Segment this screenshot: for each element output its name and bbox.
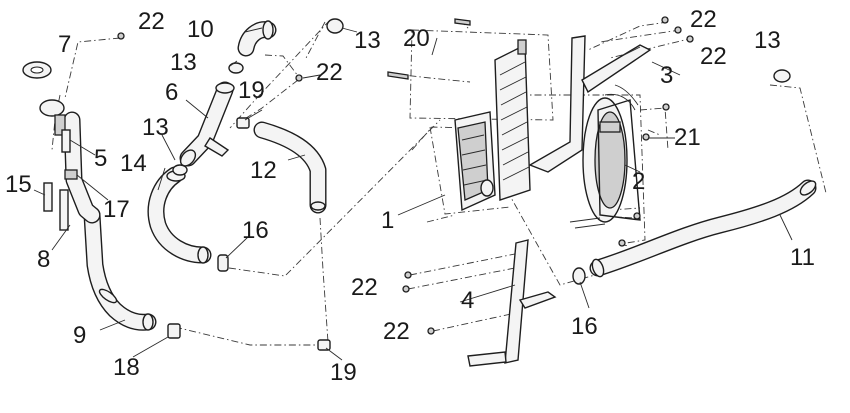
callout-16: 16	[571, 313, 598, 340]
clip-18	[167, 323, 181, 339]
callout-7: 7	[58, 31, 71, 58]
callout-17: 17	[103, 196, 130, 223]
callout-15: 15	[5, 171, 32, 198]
callout-22: 22	[700, 43, 727, 70]
bolts	[117, 16, 694, 335]
callout-2: 2	[632, 168, 645, 195]
clamp-13-left	[172, 164, 188, 176]
callout-3: 3	[660, 62, 673, 89]
radiator-core	[494, 39, 531, 201]
bracket-3	[528, 35, 652, 173]
fitting-5	[39, 99, 71, 153]
clamp-13-top	[326, 18, 344, 34]
callout-22: 22	[383, 318, 410, 345]
hose-12	[253, 121, 327, 214]
clip-19-lower	[317, 339, 331, 351]
hose-9-lower	[83, 206, 157, 331]
bracket-4	[467, 239, 557, 367]
hose-8	[63, 111, 101, 224]
callout-22: 22	[138, 8, 165, 35]
pipe-6	[179, 81, 235, 167]
callout-22: 22	[351, 274, 378, 301]
callout-13: 13	[354, 27, 381, 54]
callout-13: 13	[754, 27, 781, 54]
callout-13: 13	[142, 114, 169, 141]
callout-12: 12	[250, 157, 277, 184]
clip-17	[64, 169, 78, 180]
reservoir-tank	[454, 111, 496, 212]
callout-19: 19	[238, 77, 265, 104]
callout-5: 5	[94, 145, 107, 172]
callout-14: 14	[120, 150, 147, 177]
callout-9: 9	[73, 322, 86, 349]
callout-22: 22	[690, 6, 717, 33]
hose-11	[589, 179, 817, 278]
callout-labels: 7 22 10 13 20 22 22 13 13 19 22 6 3 21 1…	[5, 6, 815, 386]
clamp-16-right	[572, 267, 586, 285]
callout-16: 16	[242, 217, 269, 244]
callout-4: 4	[461, 287, 474, 314]
callout-10: 10	[187, 16, 214, 43]
clamp-16-left	[217, 254, 229, 272]
callout-1: 1	[381, 207, 394, 234]
leader-lines	[33, 27, 793, 361]
fan-assembly	[569, 84, 641, 229]
callout-21: 21	[674, 124, 701, 151]
clamp-7	[22, 61, 52, 79]
callout-20: 20	[403, 25, 430, 52]
clip-19-upper	[236, 117, 250, 129]
hose-10	[237, 20, 277, 57]
bracket-15	[43, 182, 69, 231]
clamp-13-right	[773, 69, 791, 83]
callout-13: 13	[170, 49, 197, 76]
callout-11: 11	[790, 244, 815, 271]
clamp-13-mid	[228, 62, 244, 74]
callout-19: 19	[330, 359, 357, 386]
callout-22: 22	[316, 59, 343, 86]
callout-8: 8	[37, 246, 50, 273]
callout-18: 18	[113, 354, 140, 381]
hose-14	[147, 166, 212, 264]
callout-6: 6	[165, 79, 178, 106]
